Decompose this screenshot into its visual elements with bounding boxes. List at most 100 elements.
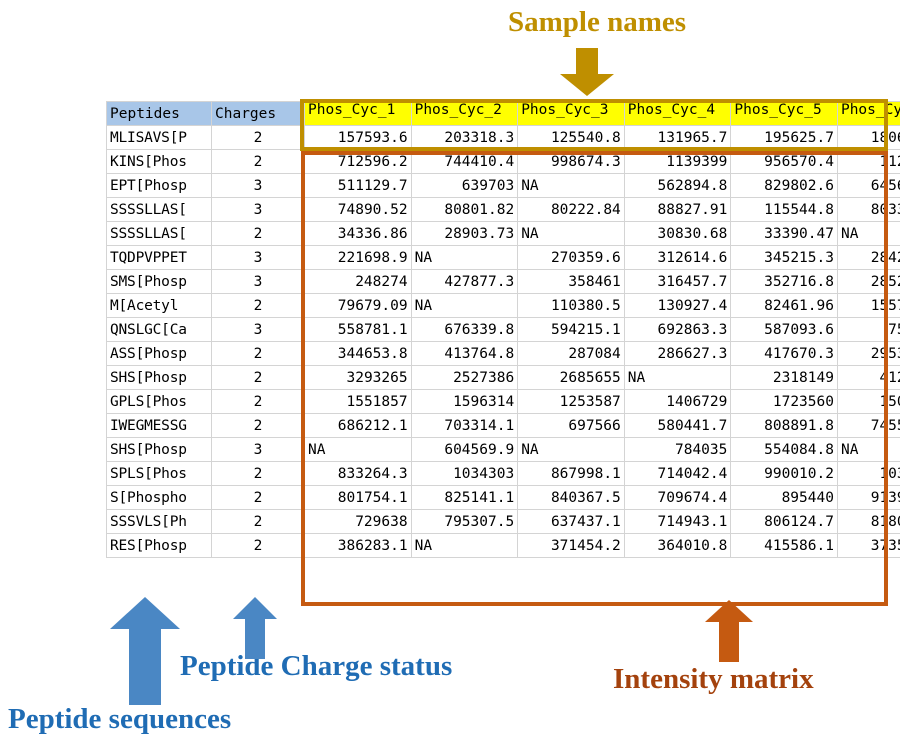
intensity-cell[interactable]: 2318149 <box>730 365 838 390</box>
intensity-cell-na[interactable]: NA <box>410 293 519 318</box>
intensity-cell[interactable]: 712596.2 <box>304 149 412 174</box>
intensity-cell[interactable]: 511129.7 <box>304 173 412 198</box>
intensity-cell-na[interactable]: NA <box>517 173 625 198</box>
intensity-cell[interactable]: 676339.8 <box>410 317 519 342</box>
intensity-cell[interactable]: 1253587 <box>517 389 625 414</box>
intensity-cell[interactable]: 784035 <box>623 437 732 462</box>
intensity-cell[interactable]: 221698.9 <box>304 245 412 270</box>
intensity-cell-na[interactable]: NA <box>517 437 625 462</box>
column-header-sample-1[interactable]: Phos_Cyc_1 <box>304 101 412 126</box>
intensity-cell[interactable]: 1120046 <box>836 149 900 174</box>
intensity-cell[interactable]: 587093.6 <box>730 317 838 342</box>
column-header-sample-5[interactable]: Phos_Cyc_5 <box>730 101 838 126</box>
intensity-cell[interactable]: 729638 <box>304 509 412 534</box>
charge-cell[interactable]: 2 <box>211 533 305 558</box>
intensity-cell[interactable]: 79679.09 <box>304 293 412 318</box>
intensity-cell[interactable]: 604569.9 <box>410 437 519 462</box>
intensity-cell[interactable]: 686212.1 <box>304 413 412 438</box>
column-header-peptides[interactable]: Peptides <box>106 101 212 126</box>
peptide-cell[interactable]: SHS[Phosp <box>106 365 212 390</box>
intensity-cell[interactable]: 1551857 <box>304 389 412 414</box>
intensity-cell[interactable]: 637437.1 <box>517 509 625 534</box>
intensity-cell[interactable]: 1596314 <box>410 389 519 414</box>
intensity-cell[interactable]: 345215.3 <box>730 245 838 270</box>
peptide-cell[interactable]: SSSVLS[Ph <box>106 509 212 534</box>
intensity-cell[interactable]: 417670.3 <box>730 341 838 366</box>
intensity-cell[interactable]: 697566 <box>517 413 625 438</box>
intensity-cell[interactable]: 130927.4 <box>623 293 732 318</box>
intensity-cell-na[interactable]: NA <box>836 221 900 246</box>
charge-cell[interactable]: 2 <box>211 221 305 246</box>
intensity-cell[interactable]: 714042.4 <box>623 461 732 486</box>
intensity-cell[interactable]: 1039246 <box>836 461 900 486</box>
intensity-cell[interactable]: 744410.4 <box>410 149 519 174</box>
charge-cell[interactable]: 2 <box>211 485 305 510</box>
intensity-cell[interactable]: 956570.4 <box>730 149 838 174</box>
intensity-cell-na[interactable]: NA <box>517 221 625 246</box>
intensity-cell[interactable]: 316457.7 <box>623 269 732 294</box>
charge-cell[interactable]: 2 <box>211 461 305 486</box>
peptide-cell[interactable]: SHS[Phosp <box>106 437 212 462</box>
intensity-cell[interactable]: 427877.3 <box>410 269 519 294</box>
intensity-cell[interactable]: 825141.1 <box>410 485 519 510</box>
intensity-cell[interactable]: 115544.8 <box>730 197 838 222</box>
charge-cell[interactable]: 3 <box>211 437 305 462</box>
column-header-charges[interactable]: Charges <box>211 101 305 126</box>
intensity-cell[interactable]: 1034303 <box>410 461 519 486</box>
intensity-cell[interactable]: 248274 <box>304 269 412 294</box>
intensity-cell[interactable]: 2685655 <box>517 365 625 390</box>
intensity-cell[interactable]: 795307.5 <box>410 509 519 534</box>
intensity-cell[interactable]: 1502006 <box>836 389 900 414</box>
intensity-cell[interactable]: 364010.8 <box>623 533 732 558</box>
peptide-cell[interactable]: SSSSLLAS[ <box>106 197 212 222</box>
column-header-sample-3[interactable]: Phos_Cyc_3 <box>517 101 625 126</box>
intensity-cell[interactable]: 639703 <box>410 173 519 198</box>
charge-cell[interactable]: 2 <box>211 509 305 534</box>
charge-cell[interactable]: 3 <box>211 173 305 198</box>
intensity-cell[interactable]: 562894.8 <box>623 173 732 198</box>
intensity-cell[interactable]: 195625.7 <box>730 125 838 150</box>
charge-cell[interactable]: 3 <box>211 317 305 342</box>
intensity-cell[interactable]: 1406729 <box>623 389 732 414</box>
peptide-cell[interactable]: RES[Phosp <box>106 533 212 558</box>
intensity-cell[interactable]: 284286.5 <box>836 245 900 270</box>
charge-cell[interactable]: 3 <box>211 245 305 270</box>
intensity-cell[interactable]: 1723560 <box>730 389 838 414</box>
intensity-cell[interactable]: 895440 <box>730 485 838 510</box>
intensity-cell[interactable]: 371454.2 <box>517 533 625 558</box>
charge-cell[interactable]: 2 <box>211 365 305 390</box>
intensity-cell[interactable]: 286627.3 <box>623 341 732 366</box>
peptide-cell[interactable]: M[Acetyl <box>106 293 212 318</box>
column-header-sample-4[interactable]: Phos_Cyc_4 <box>623 101 732 126</box>
intensity-cell[interactable]: 386283.1 <box>304 533 412 558</box>
peptide-cell[interactable]: SMS[Phosp <box>106 269 212 294</box>
intensity-cell[interactable]: 913974.4 <box>836 485 900 510</box>
peptide-cell[interactable]: MLISAVS[P <box>106 125 212 150</box>
intensity-cell[interactable]: 3293265 <box>304 365 412 390</box>
charge-cell[interactable]: 3 <box>211 269 305 294</box>
peptide-cell[interactable]: ASS[Phosp <box>106 341 212 366</box>
intensity-cell-na[interactable]: NA <box>410 533 519 558</box>
intensity-cell[interactable]: 155724.4 <box>836 293 900 318</box>
intensity-cell[interactable]: 270359.6 <box>517 245 625 270</box>
intensity-cell[interactable]: 285275.5 <box>836 269 900 294</box>
charge-cell[interactable]: 2 <box>211 125 305 150</box>
charge-cell[interactable]: 3 <box>211 197 305 222</box>
intensity-cell[interactable]: 829802.6 <box>730 173 838 198</box>
intensity-cell[interactable]: 2527386 <box>410 365 519 390</box>
intensity-cell[interactable]: 998674.3 <box>517 149 625 174</box>
intensity-cell[interactable]: 594215.1 <box>517 317 625 342</box>
intensity-cell[interactable]: 287084 <box>517 341 625 366</box>
